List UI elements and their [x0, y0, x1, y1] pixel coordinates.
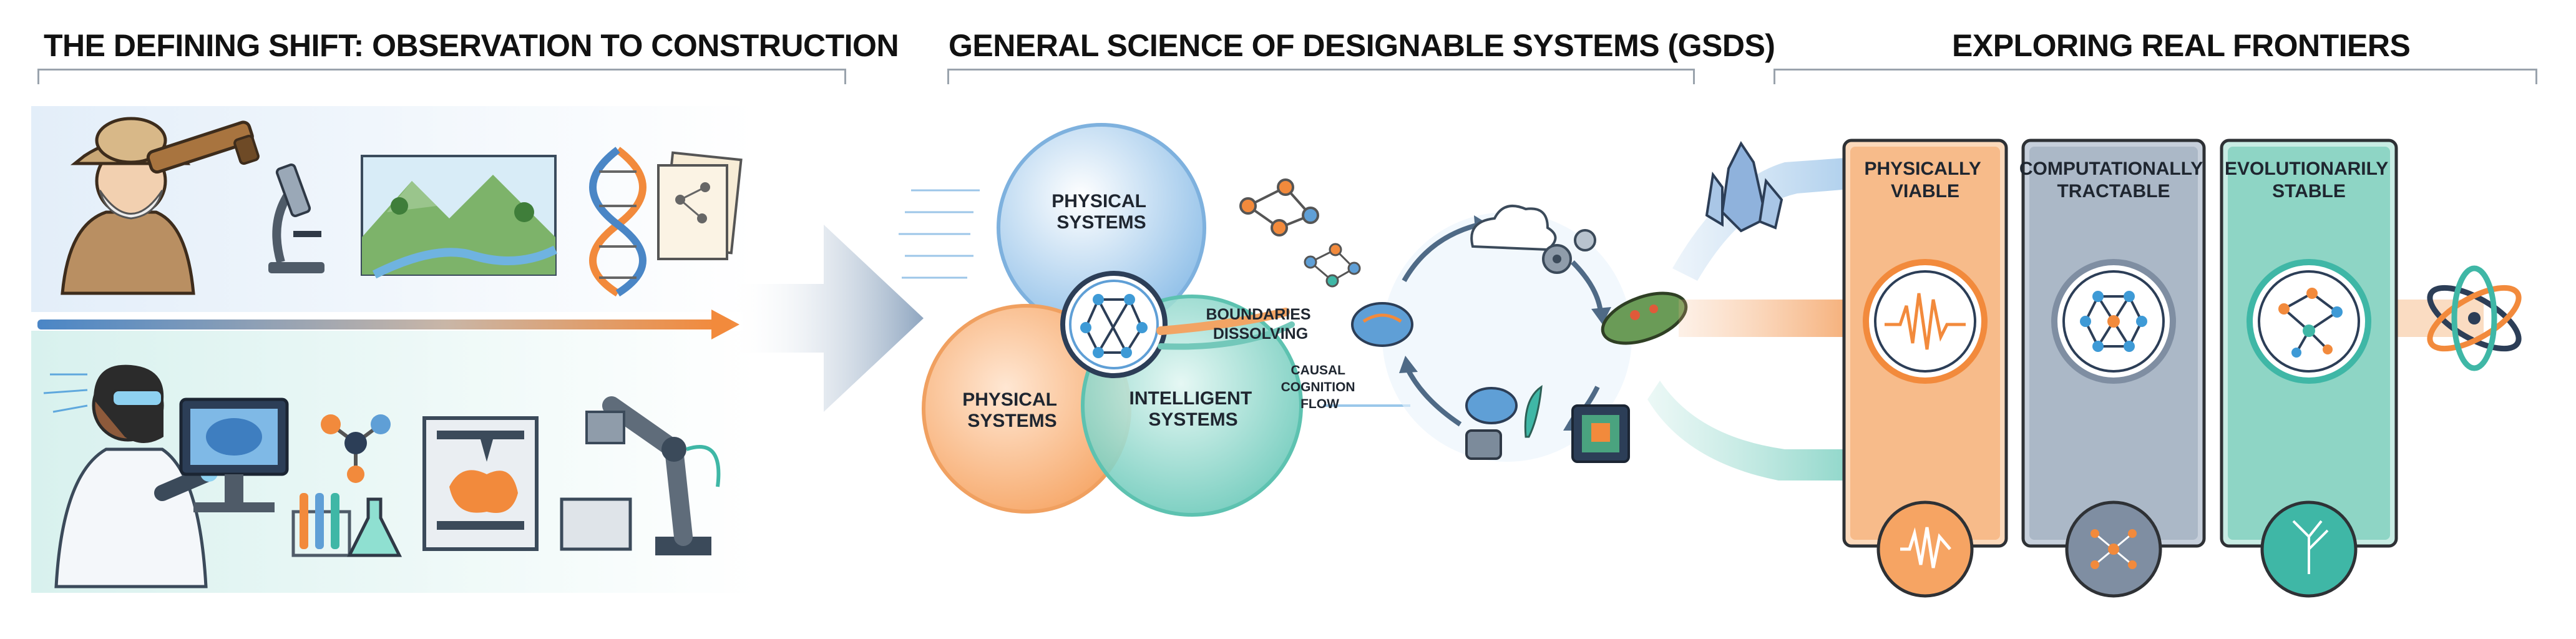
circuit-lines: [899, 189, 980, 279]
molecule-icon: [321, 414, 391, 483]
cube-icon: [1465, 429, 1502, 460]
documents-icon: [657, 151, 743, 260]
transition-arrow: [730, 225, 924, 412]
right-section-title: EXPLORING REAL FRONTIERS: [1952, 28, 2411, 63]
flask-icon: [346, 497, 402, 557]
brain-monitor: [179, 398, 289, 512]
landscape-painting: [361, 155, 558, 279]
chip-icon: [1571, 404, 1630, 463]
gears-icon: [1542, 229, 1596, 274]
telescope-icon: [146, 120, 260, 174]
wave-icon: [1885, 293, 1966, 350]
evolutionarily-stable-label: EVOLUTIONARILY STABLE: [2225, 159, 2393, 202]
3d-printer-icon: [422, 416, 539, 551]
organ-icon: [1465, 387, 1518, 424]
robot-arm-icon: [560, 396, 721, 555]
brain-icon: [1351, 302, 1413, 347]
atom-icon: [2427, 265, 2522, 371]
panel-computationally-tractable: COMPUTATIONALLY TRACTABLE: [2019, 139, 2208, 598]
wave-badge: [1876, 500, 1974, 598]
microscope-icon: [268, 163, 324, 273]
central-network-icon: [1060, 271, 1168, 378]
physical-systems-left-label: PHYSICAL SYSTEMS: [962, 389, 1062, 431]
blue-stream: [1672, 156, 1872, 281]
physical-systems-top-label: PHYSICAL SYSTEMS: [1051, 191, 1151, 233]
crystal-icon: [1705, 141, 1783, 233]
test-tubes-icon: [291, 493, 351, 557]
explorer-figure: [61, 117, 195, 295]
middle-section-title: GENERAL SCIENCE OF DESIGNABLE SYSTEMS (G…: [949, 28, 1775, 63]
boundaries-dissolving-label: BOUNDARIES DISSOLVING: [1206, 306, 1315, 343]
teal-flow-swoosh: [1158, 321, 1295, 350]
network-icon-small-2: [1304, 243, 1361, 288]
orange-stream: [1679, 300, 1872, 337]
scientist-figure: [43, 364, 218, 588]
dna-helix-icon: [589, 147, 646, 297]
wave-badge-icon: [1900, 527, 1951, 568]
tree-badge-icon: [2292, 520, 2329, 574]
left-section-title: THE DEFINING SHIFT: OBSERVATION TO CONST…: [44, 28, 899, 63]
causal-cognition-flow-label: CAUSAL COGNITION FLOW: [1281, 363, 1359, 411]
intelligent-systems-label: INTELLIGENT SYSTEMS: [1129, 388, 1257, 430]
shift-arrow: [37, 310, 739, 339]
orange-flow-swoosh: [1156, 308, 1290, 335]
physically-viable-label: PHYSICALLY VIABLE: [1864, 159, 1986, 202]
middle-section-bracket: [947, 69, 1695, 84]
panel-physically-viable: PHYSICALLY VIABLE: [1842, 139, 2008, 598]
cloud-icon: [1470, 205, 1557, 251]
network-icon-small-1: [1239, 178, 1319, 237]
teal-stream: [1647, 381, 1872, 480]
left-section-bracket: [37, 69, 846, 84]
right-section-bracket: [1773, 69, 2537, 84]
computationally-tractable-label: COMPUTATIONALLY TRACTABLE: [2019, 159, 2208, 202]
plant-icon: [1524, 384, 1543, 438]
panel-evolutionarily-stable: EVOLUTIONARILY STABLE: [2220, 139, 2398, 598]
